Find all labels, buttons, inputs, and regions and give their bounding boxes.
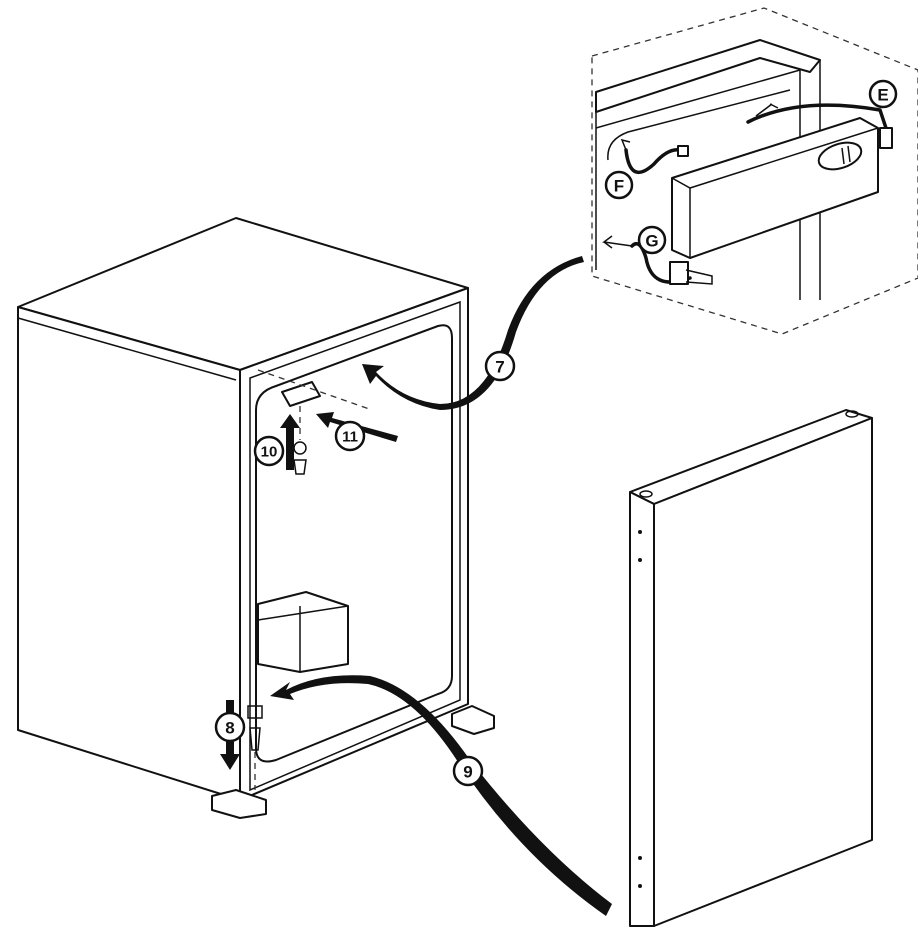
hinge-pin [293,459,307,475]
refrigerator-cabinet [17,217,495,819]
inset-frame-line [595,69,801,129]
callout-step-7-text: 7 [495,358,504,377]
callout-step-7: 7 [484,350,516,382]
cabinet-side [17,306,241,801]
arrow-step-10 [280,414,300,470]
arrow-step-9 [270,675,612,916]
side-top-edge [17,317,237,381]
connector-g-block [669,261,689,285]
callout-e-text: E [877,86,888,105]
knob-grip-lines [841,145,851,165]
callout-step-9-text: 9 [463,763,472,782]
cable-e-detach-arrow [755,103,779,117]
front-foot-left [211,789,267,819]
connector-f [677,145,689,157]
connector-g-plug [685,269,713,285]
callout-g-text: G [645,232,658,251]
callout-step-11-circle [334,420,366,452]
door-face [653,417,873,927]
front-foot-right [451,705,495,735]
connector-e [879,127,893,149]
inset-dashed-outline [591,7,918,335]
door-screw [638,884,642,888]
door-hinge-hole-top-right [845,410,859,418]
callout-step-8-text: 8 [225,719,234,738]
lower-hinge-cap [247,705,263,719]
callout-e-circle [868,79,898,109]
callout-e: E [868,79,898,109]
callout-f: F [604,170,634,200]
door-edge [629,491,655,927]
inset-cavity-edge [607,89,791,161]
callout-step-10: 10 [253,435,285,467]
thermostat-knob [817,141,863,171]
control-panel [671,117,879,259]
refrigerator-door [629,409,873,927]
lower-hinge-pin [249,727,261,751]
callout-step-11: 11 [334,420,366,452]
front-frame-inner [249,300,461,792]
cable-f [624,148,682,175]
detail-inset [591,7,918,335]
callout-step-7-circle [484,350,516,382]
cable-f-arrow [620,138,631,151]
callout-step-8-circle [214,711,246,743]
callout-f-text: F [614,177,624,196]
door-screw [638,856,642,860]
callout-step-10-text: 10 [261,444,278,461]
inset-cabinet-top [595,39,821,113]
callout-step-9-circle [452,755,484,787]
cable-g-arrow [602,235,633,249]
callout-step-9: 9 [452,755,484,787]
cable-e [746,103,888,130]
door-hinge-hole-top-left [639,490,653,498]
interior-shelf [257,591,349,673]
callout-g-circle [637,225,667,255]
callout-step-11-text: 11 [342,429,358,446]
callout-step-8: 8 [214,711,246,743]
shelf-edges [257,605,349,672]
callout-step-10-circle [253,435,285,467]
door-screw [638,530,642,534]
arrow-step-7 [362,256,584,410]
hinge-screw-line [257,369,373,411]
door-screw [638,558,642,562]
callout-g: G [637,225,667,255]
callout-f-circle [604,170,634,200]
